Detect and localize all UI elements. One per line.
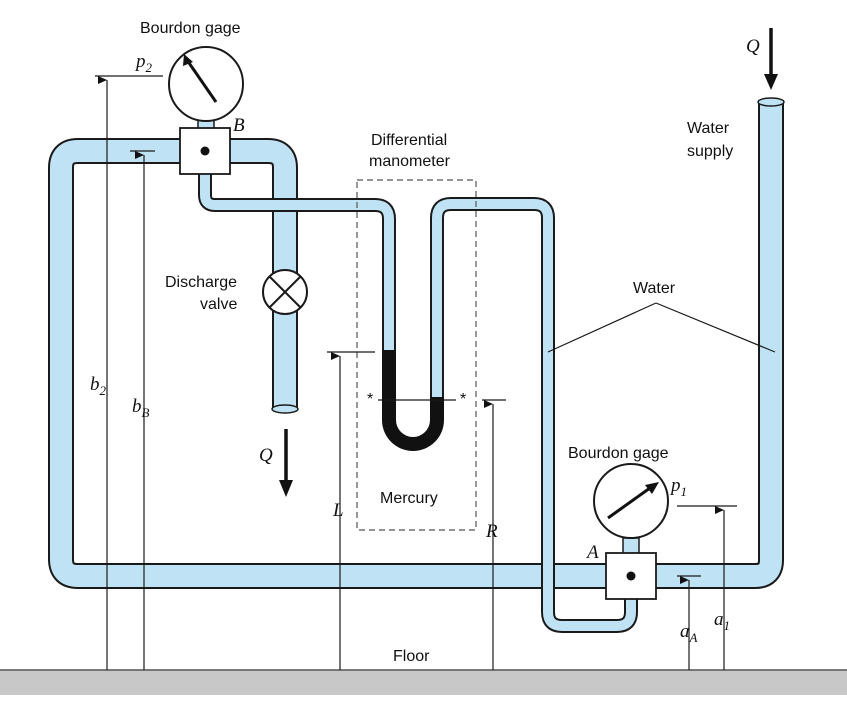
- bourdon-gage-bottom-icon: [593, 463, 669, 539]
- dimension-lines: [95, 75, 737, 670]
- point-a-label: A: [585, 542, 599, 563]
- discharge-valve-line1: Discharge: [165, 274, 237, 291]
- point-b-label: B: [233, 115, 245, 136]
- water-leaders: [547, 302, 776, 353]
- bourdon-gage-bottom-label: Bourdon gage: [568, 445, 669, 462]
- p2-label: p2: [134, 51, 153, 75]
- water-label: Water: [633, 280, 676, 297]
- flow-arrow-top-icon: [764, 28, 778, 90]
- discharge-valve-icon: [262, 269, 308, 315]
- supply-pipe-opening: [757, 97, 785, 107]
- differential-manometer-line1: Differential: [371, 132, 447, 149]
- q-bottom-label: Q: [259, 445, 273, 466]
- manometer-tubes: [198, 170, 638, 633]
- mercury-label: Mercury: [380, 490, 438, 507]
- manometer-box: [356, 179, 477, 531]
- star-left: *: [367, 391, 373, 408]
- floor-slab: [0, 670, 847, 695]
- fitting-b: [179, 117, 231, 175]
- l-dim-label: L: [332, 500, 344, 521]
- fitting-a: [605, 537, 657, 600]
- flow-arrow-bottom-icon: [279, 429, 293, 497]
- floor-label: Floor: [393, 648, 430, 665]
- differential-manometer-line2: manometer: [369, 153, 451, 170]
- bB-label: bB: [132, 396, 150, 420]
- discharge-valve-line2: valve: [200, 296, 237, 313]
- water-supply-line1: Water: [687, 120, 730, 137]
- a1-label: a1: [714, 609, 730, 633]
- main-pipe: [48, 97, 785, 589]
- discharge-pipe-opening: [271, 404, 299, 414]
- aA-label: aA: [680, 621, 698, 645]
- b2-label: b2: [90, 374, 107, 398]
- r-dim-label: R: [485, 521, 498, 542]
- q-top-label: Q: [746, 36, 760, 57]
- water-supply-line2: supply: [687, 143, 733, 160]
- p1-label: p1: [669, 475, 687, 499]
- bourdon-gage-top-icon: [168, 46, 244, 122]
- star-right: *: [460, 391, 466, 408]
- bourdon-gage-top-label: Bourdon gage: [140, 20, 241, 37]
